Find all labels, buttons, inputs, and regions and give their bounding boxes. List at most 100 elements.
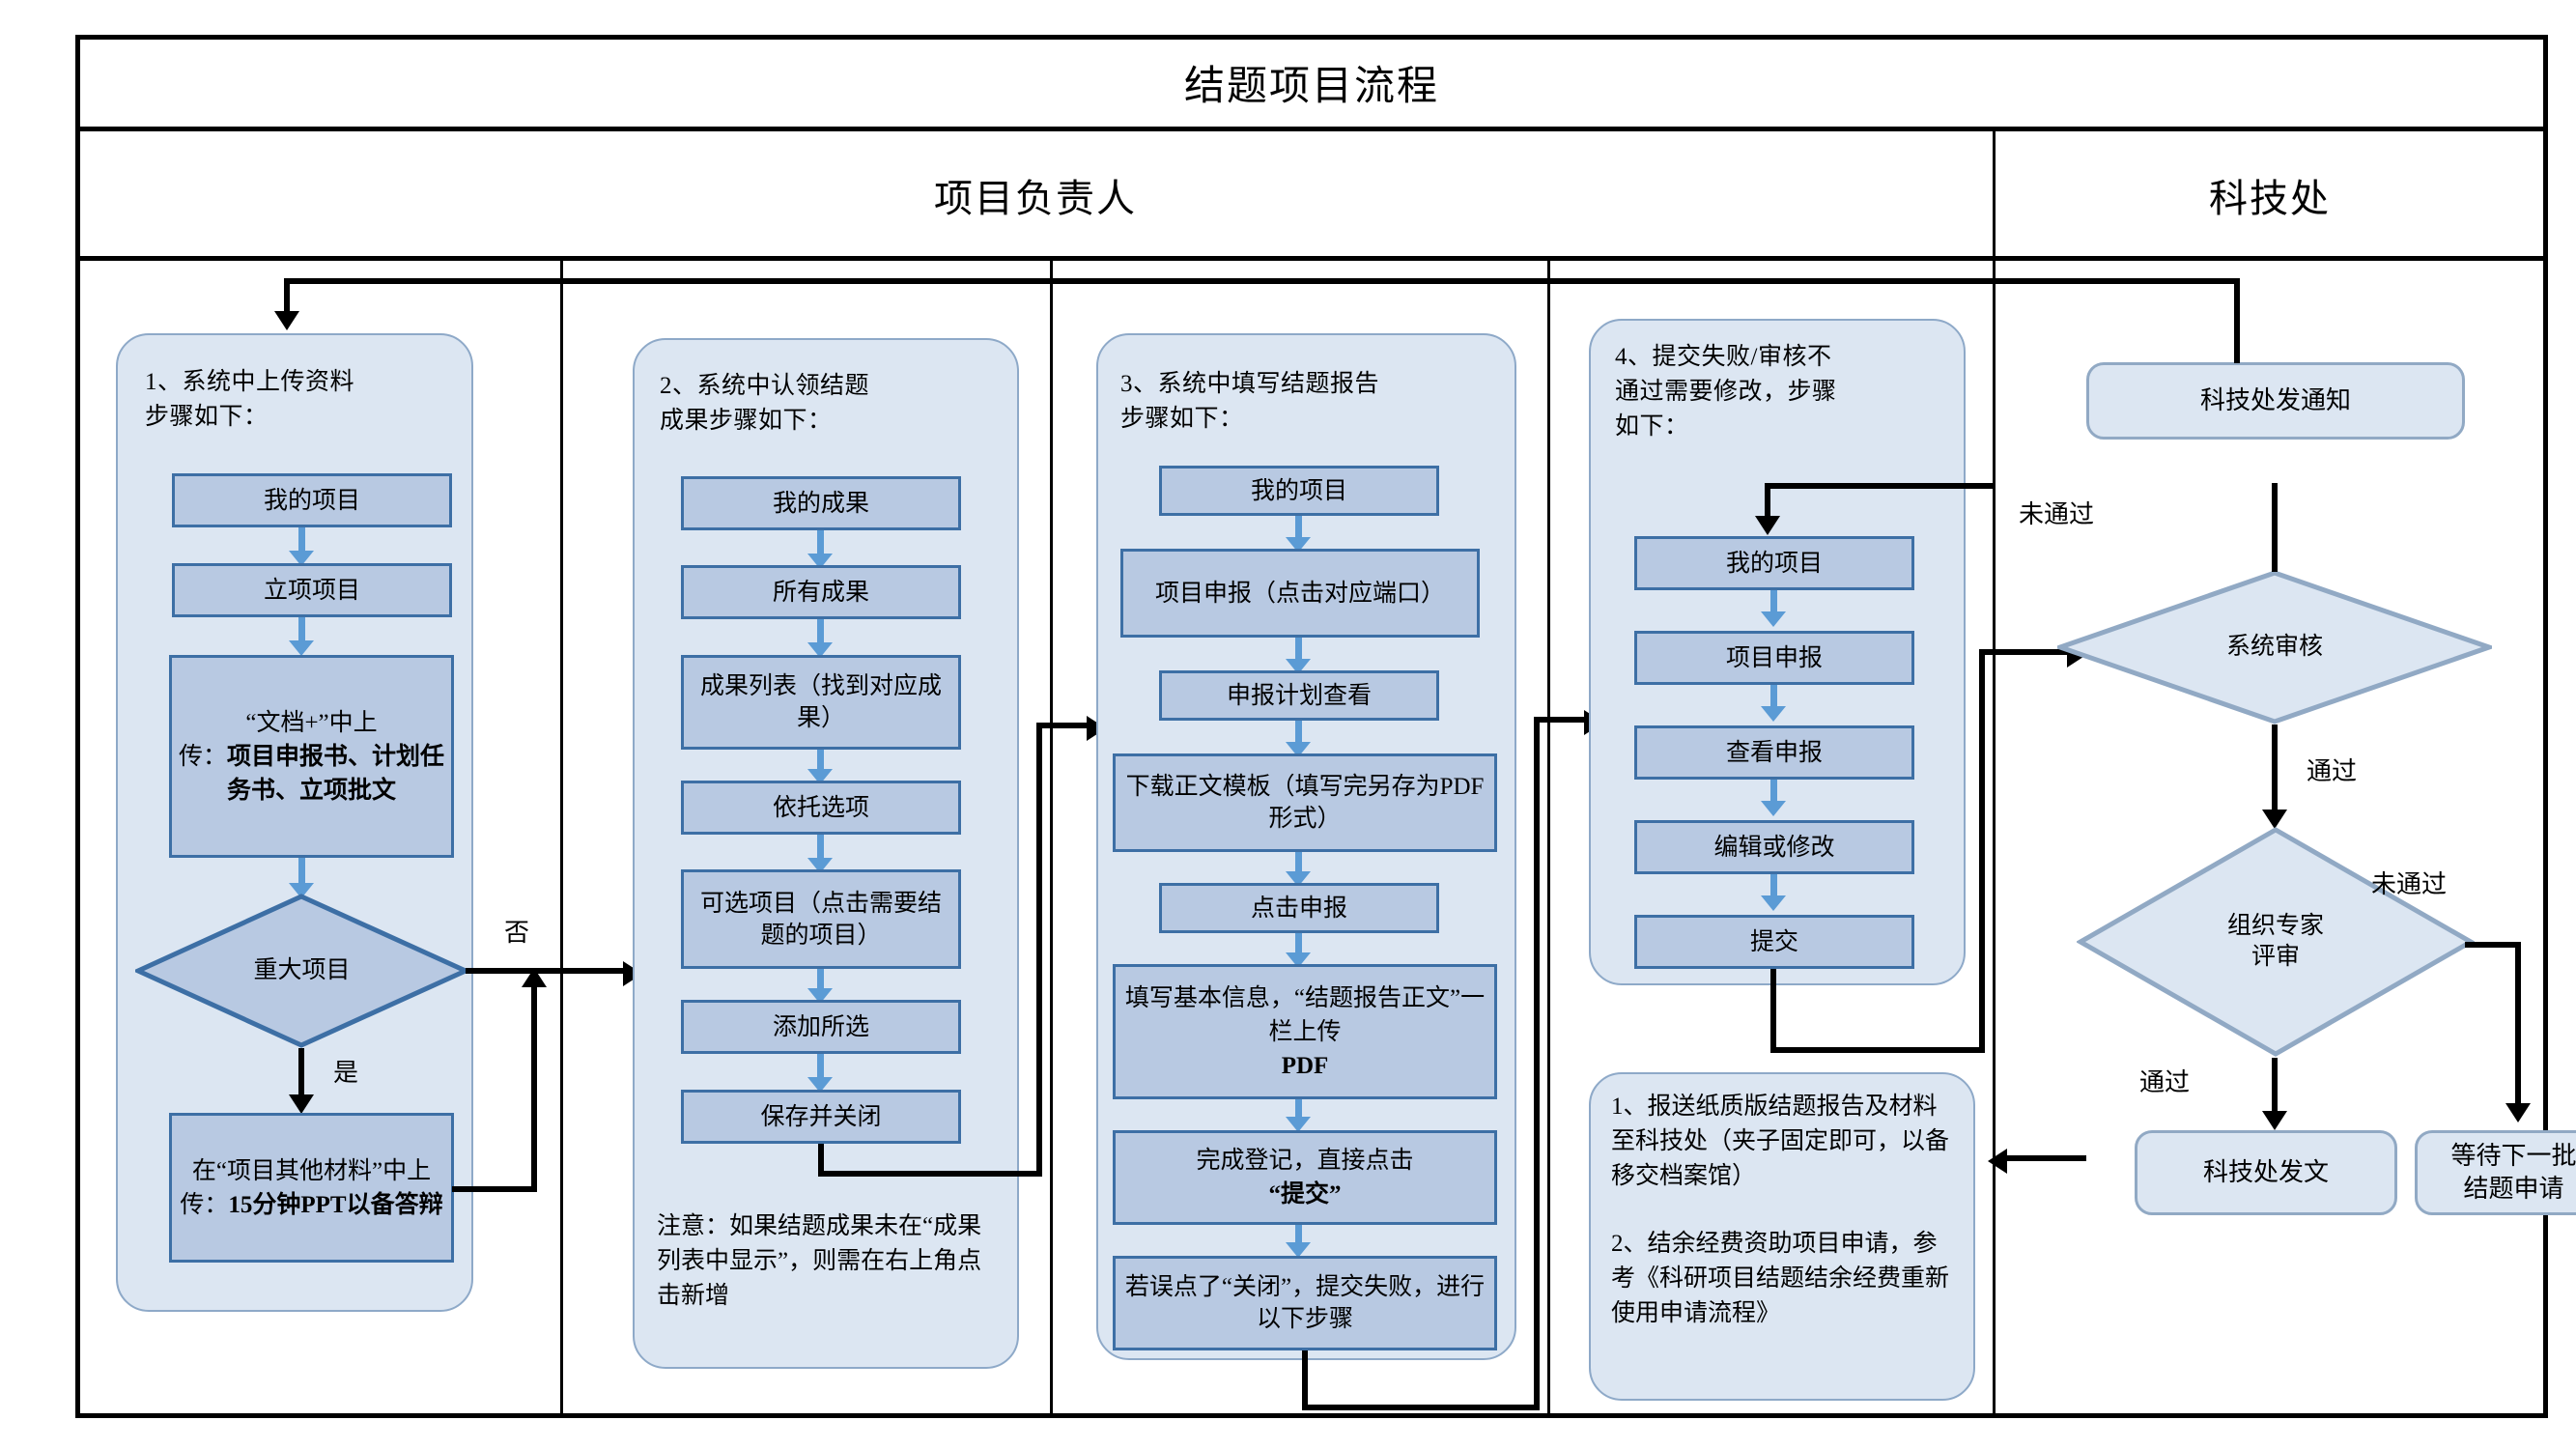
- g3-arrow-3: [1295, 721, 1302, 748]
- g4-arrowhead-1: [1761, 611, 1786, 627]
- g3-to-g4-horizontal-2: [1534, 717, 1599, 723]
- g3-step-submit-failed-note[interactable]: 若误点了“关闭”，提交失败，进行以下步骤: [1113, 1256, 1497, 1350]
- g2-arrow-5: [817, 969, 824, 994]
- g3-arrow-7: [1295, 1225, 1302, 1248]
- office-decision-expert-review[interactable]: 组织专家 评审: [2077, 826, 2475, 1058]
- office-decision-system-review[interactable]: 系统审核: [2057, 570, 2492, 724]
- g2-arrow-1: [817, 530, 824, 559]
- office-decision-expert-line2: 评审: [2250, 944, 2300, 970]
- g2-arrowhead-2: [807, 642, 833, 658]
- g4-step-submit[interactable]: 提交: [1634, 915, 1914, 969]
- g3-to-g4-vertical-down: [1302, 1350, 1308, 1410]
- g3-step-fill-basic-info[interactable]: 填写基本信息，“结题报告正文”一栏上传 PDF: [1113, 964, 1497, 1099]
- g4-arrow-3: [1770, 780, 1777, 807]
- group-2-caption: 2、系统中认领结题 成果步骤如下：: [660, 369, 1017, 439]
- column-divider-1: [560, 256, 563, 1418]
- g1-yes-branch-arrowhead: [289, 1094, 314, 1114]
- g4-step-my-projects[interactable]: 我的项目: [1634, 536, 1914, 590]
- entry-connector-vertical: [284, 278, 290, 315]
- g2-step-save-close[interactable]: 保存并关闭: [681, 1090, 961, 1144]
- g3-step-complete-register[interactable]: 完成登记，直接点击 “提交”: [1113, 1130, 1497, 1225]
- g4-arrow-4: [1770, 874, 1777, 901]
- office-result-publish[interactable]: 科技处发文: [2135, 1130, 2397, 1215]
- g1-step-upload-docs[interactable]: “文档+”中上 传：项目申报书、计划任务书、立项批文: [169, 655, 454, 858]
- lane-header-divider: [75, 256, 2548, 261]
- g3-arrowhead-6: [1286, 1117, 1311, 1132]
- group-1-caption-line2: 步骤如下：: [145, 404, 269, 430]
- g1-step-my-projects[interactable]: 我的项目: [172, 473, 452, 527]
- entry-arrowhead: [274, 311, 299, 330]
- g3-arrow-2: [1295, 638, 1302, 665]
- group-5-note-1: 1、报送纸质版结题报告及材料至科技处（夹子固定即可，以备移交档案馆）: [1611, 1094, 1950, 1189]
- g3-fill-bold: PDF: [1281, 1052, 1329, 1079]
- g1-arrowhead-1: [289, 551, 314, 566]
- g2-step-all-results[interactable]: 所有成果: [681, 565, 961, 619]
- publish-to-notes-horizontal: [2007, 1155, 2086, 1161]
- g3-fill-plain: 填写基本信息，“结题报告正文”一栏上传: [1124, 984, 1486, 1045]
- g2-step-add-selected[interactable]: 添加所选: [681, 1000, 961, 1054]
- notice-to-start-vertical: [2234, 278, 2240, 363]
- expert-pass-arrowhead: [2262, 1111, 2287, 1130]
- g1-loop-arrowhead: [522, 968, 547, 987]
- g4-step-project-declare[interactable]: 项目申报: [1634, 631, 1914, 685]
- review-fail-vertical: [2272, 483, 2278, 572]
- g4-to-review-vertical: [1770, 969, 1776, 1053]
- g2-arrow-6: [817, 1054, 824, 1083]
- review-pass-vertical: [2272, 724, 2278, 821]
- g2-step-my-results[interactable]: 我的成果: [681, 476, 961, 530]
- expert-fail-horizontal: [2465, 942, 2521, 948]
- column-divider-2: [1050, 256, 1053, 1418]
- g3-register-plain: 完成登记，直接点击: [1196, 1148, 1414, 1174]
- g1-arrowhead-3: [289, 883, 314, 898]
- g4-arrow-1: [1770, 590, 1777, 617]
- g4-feedback-vertical: [1765, 483, 1770, 527]
- g3-to-g4-horizontal: [1302, 1405, 1540, 1410]
- g4-step-view-declare[interactable]: 查看申报: [1634, 725, 1914, 780]
- entry-connector-horizontal: [284, 278, 2237, 284]
- office-notice-box[interactable]: 科技处发通知: [2086, 362, 2465, 440]
- g2-to-g3-horizontal-1: [818, 1171, 1042, 1177]
- page-title: 结题项目流程: [1183, 64, 1439, 109]
- office-edge-pass-1: 通过: [2307, 757, 2358, 785]
- group-4-caption-line2: 通过需要修改，步骤: [1615, 379, 1837, 405]
- g1-arrowhead-2: [289, 640, 314, 656]
- group-2-caption-line1: 2、系统中认领结题: [660, 373, 870, 399]
- g4-step-edit-modify[interactable]: 编辑或修改: [1634, 820, 1914, 874]
- g3-step-project-declare[interactable]: 项目申报（点击对应端口）: [1120, 549, 1480, 638]
- g1-arrow-3: [298, 858, 305, 889]
- g2-step-selectable-projects[interactable]: 可选项目（点击需要结题的项目）: [681, 869, 961, 969]
- g4-feedback-horizontal: [1765, 483, 1995, 489]
- swimlane-outer-frame: [75, 35, 2548, 1418]
- g1-decision-label: 重大项目: [253, 957, 351, 983]
- g1-arrow-1: [298, 527, 305, 556]
- lane-title-project-owner: 项目负责人: [934, 177, 1137, 220]
- g1-step-approved-projects[interactable]: 立项项目: [172, 563, 452, 617]
- publish-to-notes-arrowhead: [1988, 1149, 2007, 1174]
- g3-register-bold: “提交”: [1268, 1181, 1342, 1208]
- office-decision-system-label: 系统审核: [2225, 634, 2323, 660]
- g1-ppt-plain: 在“项目其他材料”中上传：: [180, 1157, 432, 1218]
- g1-step-upload-ppt[interactable]: 在“项目其他材料”中上传：15分钟PPT以备答辩: [169, 1113, 454, 1263]
- g2-step-result-list[interactable]: 成果列表（找到对应成果）: [681, 655, 961, 750]
- g1-upload-bold: 项目申报书、计划任务书、立项批文: [226, 743, 445, 804]
- g3-step-download-template[interactable]: 下载正文模板（填写完另存为PDF形式）: [1113, 753, 1497, 852]
- office-decision-expert-line1: 组织专家: [2226, 913, 2324, 939]
- column-divider-3: [1547, 256, 1550, 1418]
- group-4-caption-line3: 如下：: [1615, 413, 1689, 440]
- office-decision-expert-label: 组织专家 评审: [2077, 826, 2475, 1058]
- g3-step-view-plan[interactable]: 申报计划查看: [1159, 670, 1439, 721]
- g3-step-click-declare[interactable]: 点击申报: [1159, 883, 1439, 933]
- g2-step-host-option[interactable]: 依托选项: [681, 781, 961, 835]
- group-4-caption: 4、提交失败/审核不 通过需要修改，步骤 如下：: [1615, 340, 1963, 444]
- g4-arrowhead-4: [1761, 895, 1786, 911]
- g1-arrow-2: [298, 617, 305, 646]
- g2-arrow-2: [817, 619, 824, 648]
- g3-arrowhead-7: [1286, 1242, 1311, 1258]
- expert-fail-arrowhead: [2505, 1103, 2531, 1122]
- g3-step-my-projects[interactable]: 我的项目: [1159, 466, 1439, 516]
- g3-to-g4-vertical-up: [1534, 717, 1540, 1410]
- office-result-wait[interactable]: 等待下一批 结题申请: [2415, 1130, 2576, 1215]
- g1-upload-plain-1: “文档+”中上: [245, 709, 378, 736]
- office-edge-fail-top: 未通过: [2019, 500, 2095, 528]
- g1-decision-major-project[interactable]: 重大项目: [135, 894, 468, 1048]
